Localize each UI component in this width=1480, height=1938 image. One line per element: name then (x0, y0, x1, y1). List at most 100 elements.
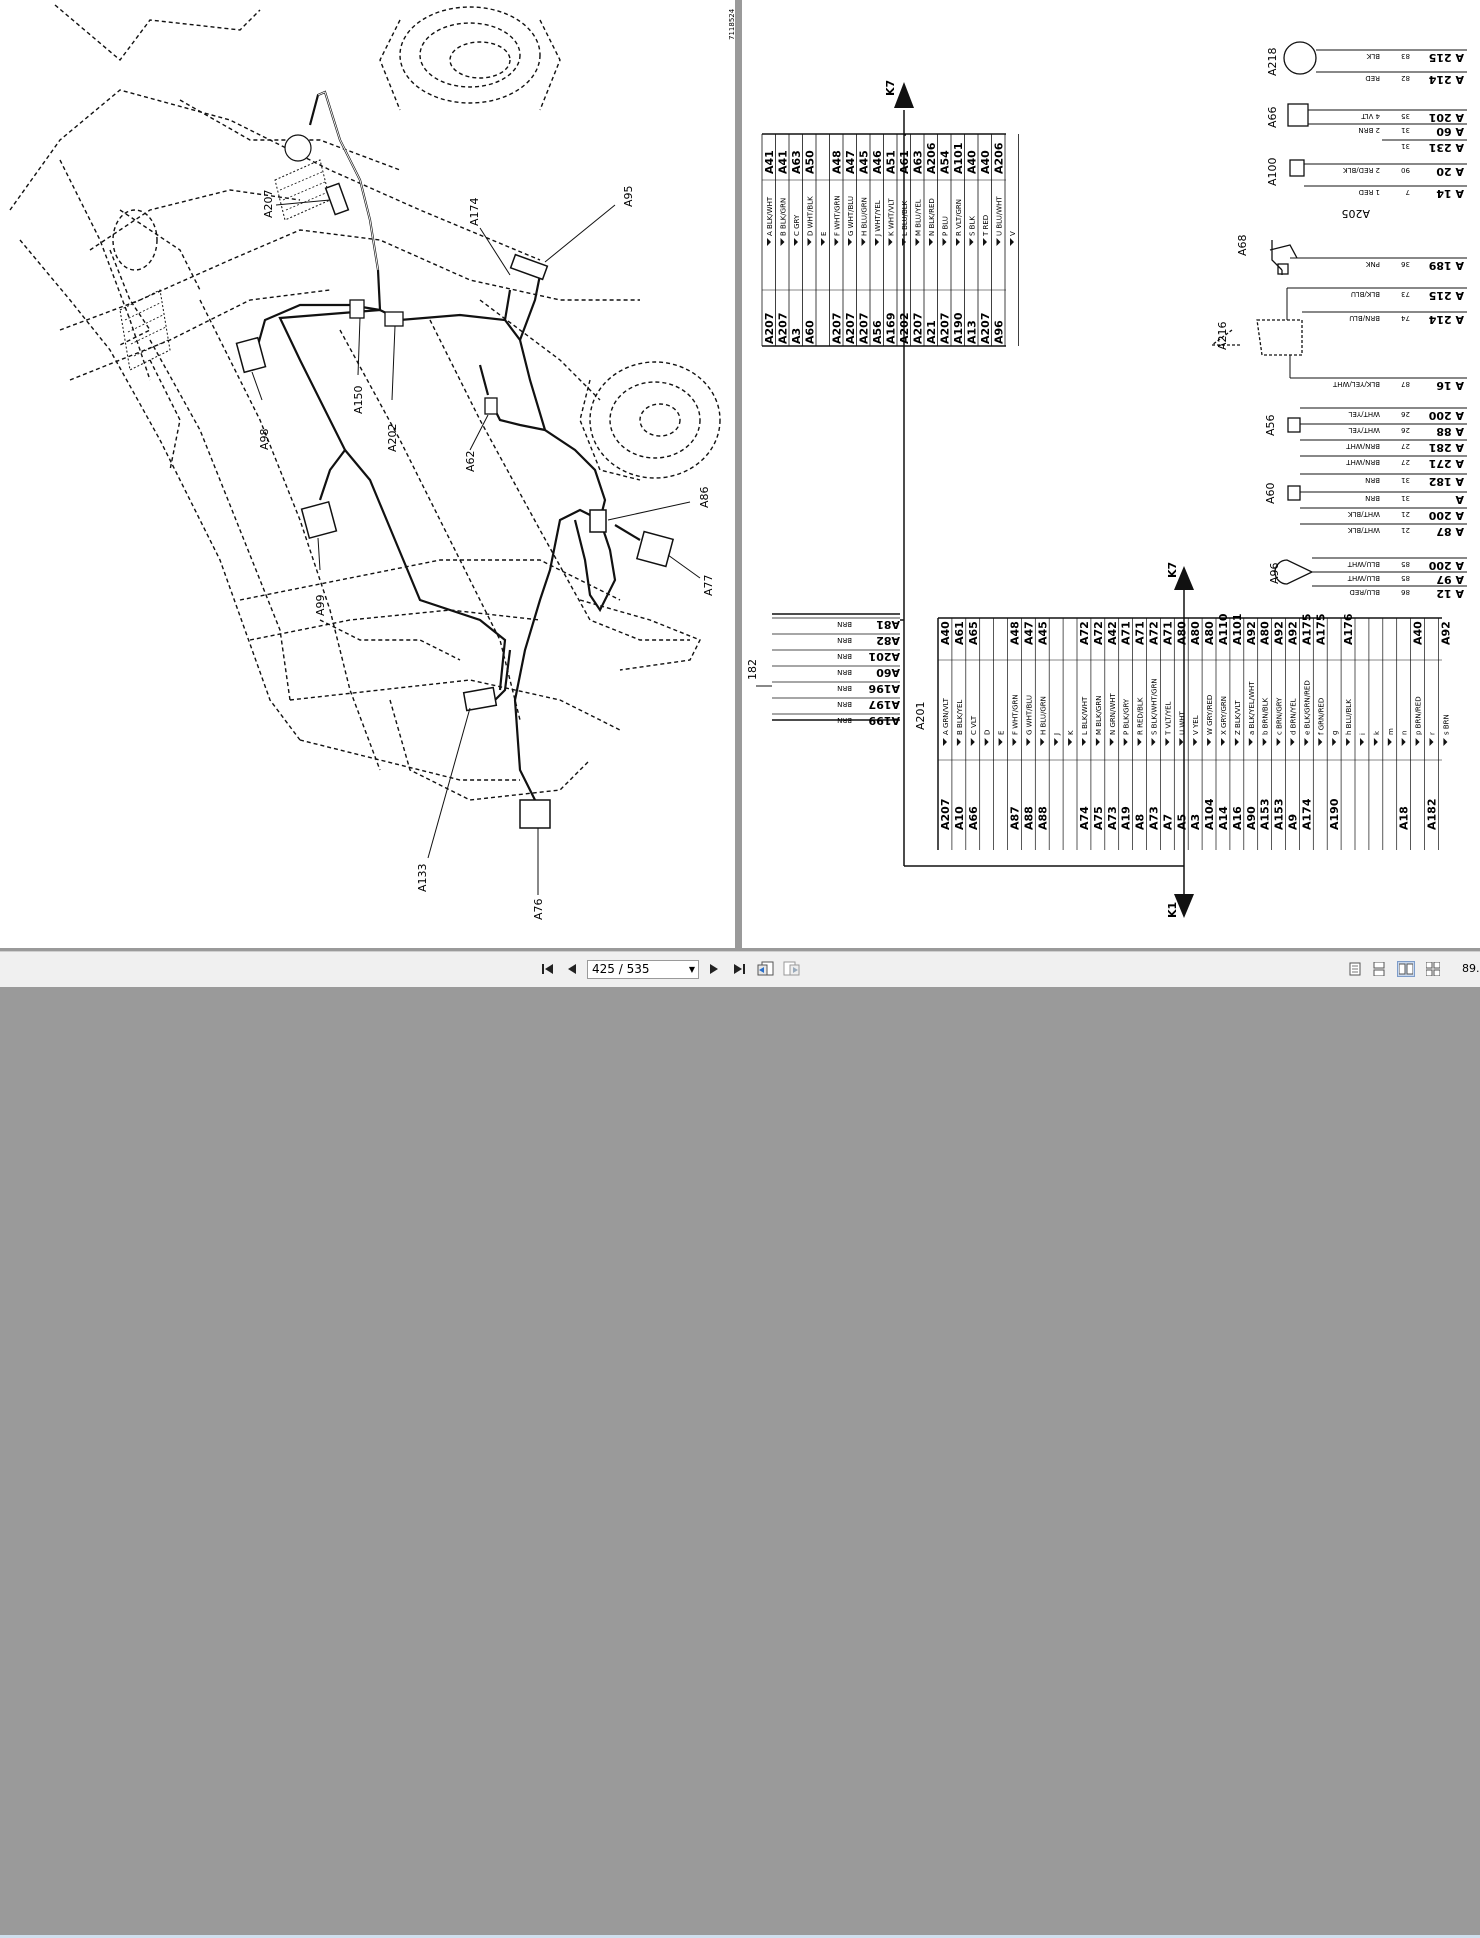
pin-arrow-icon (1095, 738, 1100, 746)
wire-code-0: A 215 (1429, 51, 1464, 64)
upper-conn-pin-15: S BLK (969, 216, 977, 236)
single-page-view-button[interactable] (1346, 961, 1364, 977)
connA201-src-22: A90 (1245, 806, 1258, 830)
wire-num-16: 31 (1401, 494, 1410, 502)
pin-arrow-icon (1012, 738, 1017, 746)
upper-conn-pin-9: K WHT/VLT (888, 198, 896, 236)
upper-conn-src-1: A207 (777, 313, 790, 344)
connA201-src-0: A207 (939, 799, 952, 830)
conn182-row-5: A197 (869, 698, 900, 711)
harness-connectors (235, 182, 675, 829)
connA201-dest-19: A80 (1203, 621, 1216, 645)
connA201-dest-25: A92 (1287, 621, 1300, 645)
pin-arrow-icon (956, 738, 961, 746)
dropdown-arrow-icon: ▼ (688, 965, 695, 974)
wire-code-5: A 20 (1436, 165, 1464, 178)
wire-color-14: BRN/WHT (1346, 458, 1380, 466)
connA201-dest-27: A175 (1314, 614, 1327, 645)
connA201-src-5: A87 (1009, 806, 1022, 830)
connA201-src-17: A5 (1175, 814, 1188, 830)
pin-arrow-icon (1360, 738, 1364, 746)
pin-arrow-icon (1262, 738, 1267, 746)
connA201-src-11: A75 (1092, 806, 1105, 830)
pin-arrow-icon (834, 238, 839, 246)
connA201-pin-34: p BRN/RED (1415, 696, 1423, 735)
conn182-color-2: BRN (837, 652, 852, 660)
component-a205: A205 (1341, 207, 1370, 220)
margin-code: 7118524 (728, 8, 735, 40)
connA201-dest-1: A61 (953, 621, 966, 645)
connA201-pin-5: F WHT/GRN (1012, 694, 1020, 735)
pin-arrow-icon (1221, 738, 1225, 746)
connA201-pin-2: C VLT (970, 715, 978, 735)
connA201-dest-23: A80 (1259, 621, 1272, 645)
zoom-level[interactable]: 89. (1462, 962, 1480, 975)
upper-conn-pin-7: H BLU/GRN (861, 197, 869, 236)
k7-top-arrow: K7 (884, 80, 914, 108)
pin-arrow-icon (956, 238, 960, 246)
wire-code-8: A 215 (1429, 289, 1464, 302)
wire-num-12: 26 (1401, 426, 1410, 434)
steering-outline (112, 209, 158, 271)
pin-arrow-icon (1123, 738, 1128, 746)
wire-code-4: A 231 (1429, 141, 1464, 154)
pin-arrow-icon (807, 238, 812, 246)
upper-conn-pin-12: N BLK/RED (928, 198, 936, 236)
upper-conn-dest-10: A61 (898, 150, 911, 174)
go-back-button[interactable] (756, 959, 776, 979)
wire-code-11: A 200 (1428, 409, 1464, 422)
pin-arrow-icon (1207, 738, 1212, 746)
upper-conn-dest-11: A63 (912, 150, 925, 174)
wire-color-21: BLU/RED (1349, 588, 1380, 596)
conn182-id: 182 (746, 659, 759, 680)
connA201-pin-24: c BRN/GRY (1276, 697, 1284, 735)
continuous-view-button[interactable] (1370, 961, 1388, 977)
first-page-button[interactable] (538, 959, 558, 979)
connA201-dest-26: A175 (1300, 614, 1313, 645)
go-forward-button[interactable] (782, 959, 802, 979)
upper-conn-src-6: A207 (844, 313, 857, 344)
wire-code-21: A 12 (1436, 587, 1464, 600)
upper-conn-pin-3: D WHT/BLK (807, 196, 815, 236)
wire-color-2: 4 VLT (1361, 112, 1380, 120)
pin-arrow-icon (1318, 738, 1323, 746)
wire-code-6: A 14 (1436, 187, 1464, 200)
upper-conn-pin-18: V (1009, 231, 1017, 236)
conn182-row-3: A60 (876, 666, 900, 679)
last-page-button[interactable] (729, 959, 749, 979)
wire-code-10: A 16 (1436, 379, 1464, 392)
connA201-dest-11: A72 (1092, 621, 1105, 645)
upper-conn-pin-11: M BLU/YEL (915, 199, 923, 236)
wire-code-14: A 271 (1429, 457, 1464, 470)
wire-num-7: 36 (1401, 260, 1410, 268)
previous-page-button[interactable] (562, 959, 582, 979)
upper-conn-dest-9: A51 (885, 150, 898, 174)
conn182-row-2: A201 (869, 650, 900, 663)
label-a98: A98 (258, 428, 271, 450)
pin-arrow-icon (875, 238, 879, 246)
connA201-pin-18: V YEL (1192, 715, 1200, 735)
facing-pages-view-button[interactable] (1397, 961, 1415, 977)
component-wires (1286, 49, 1467, 587)
wire-num-15: 31 (1401, 476, 1410, 484)
pin-arrow-icon (969, 238, 974, 246)
label-a76: A76 (532, 898, 545, 920)
next-page-button[interactable] (704, 959, 724, 979)
wire-num-1: 82 (1401, 74, 1410, 82)
upper-conn-dest-2: A63 (790, 150, 803, 174)
go-back-icon (757, 961, 774, 976)
connA201-src-25: A9 (1287, 814, 1300, 830)
connA201-src-16: A7 (1161, 814, 1174, 830)
conn182-color-6: BRN (837, 716, 852, 724)
wire-color-16: BRN (1365, 494, 1380, 502)
pin-arrow-icon (848, 238, 852, 246)
pin-arrow-icon (1248, 738, 1253, 746)
facing-continuous-view-button[interactable] (1424, 961, 1442, 977)
connA201-src-26: A174 (1300, 798, 1313, 830)
wire-num-4: 31 (1401, 142, 1410, 150)
previous-page-icon (568, 964, 576, 974)
connA201-src-12: A73 (1106, 806, 1119, 830)
pin-arrow-icon (915, 238, 920, 246)
page-number-select[interactable]: 425 / 535 ▼ (587, 960, 699, 979)
pin-arrow-icon (943, 738, 947, 746)
